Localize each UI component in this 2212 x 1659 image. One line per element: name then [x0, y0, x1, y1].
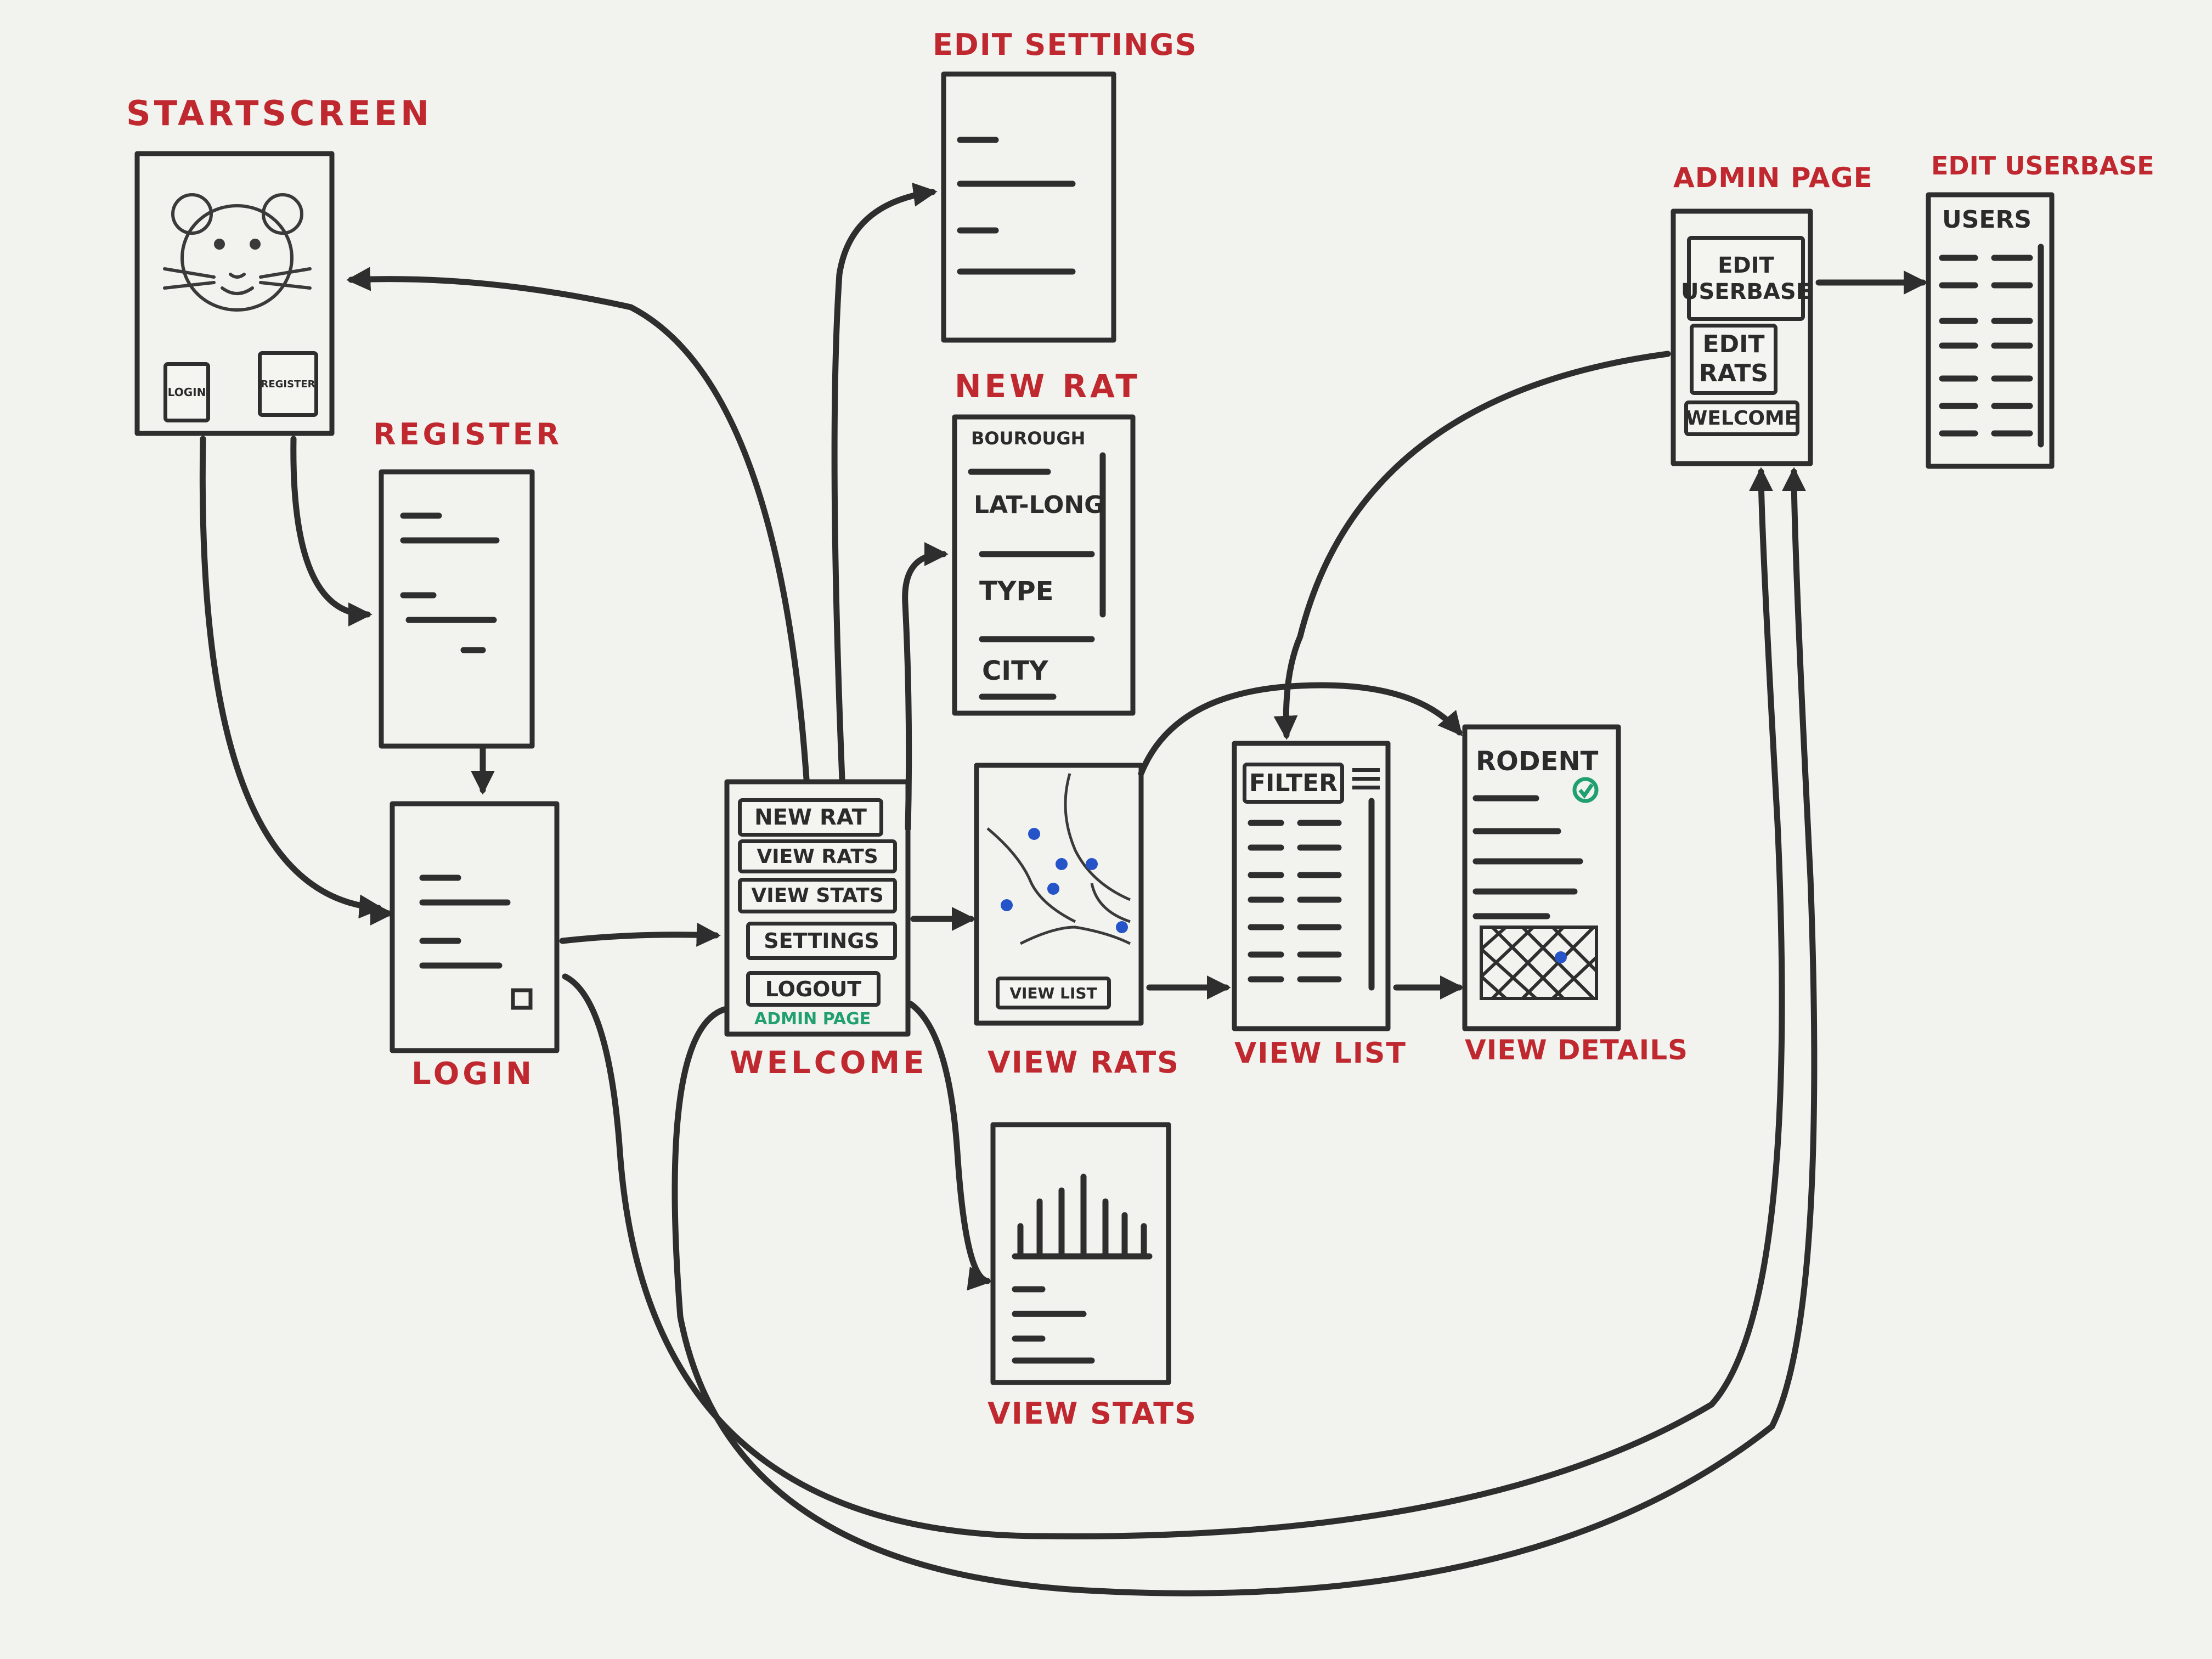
- title-edit-settings: EDIT SETTINGS: [933, 27, 1198, 62]
- welcome-to-new-rat: [902, 542, 949, 832]
- welcome-to-startscreen: [346, 267, 810, 782]
- check-icon: [1572, 777, 1599, 803]
- map-pin-icons: [1001, 828, 1128, 933]
- startscreen-login-button[interactable]: LOGIN: [163, 362, 210, 422]
- admin-to-view-list: [1273, 351, 1671, 740]
- view-list-button[interactable]: VIEW LIST: [996, 977, 1111, 1009]
- login-frame: [390, 801, 560, 1053]
- edit-settings-frame: [941, 71, 1116, 343]
- title-login: LOGIN: [411, 1056, 535, 1092]
- welcome-frame: [724, 779, 911, 1037]
- title-new-rat: NEW RAT: [955, 368, 1141, 405]
- title-view-stats: VIEW STATS: [988, 1396, 1197, 1431]
- startscreen-register-button[interactable]: REGISTER: [258, 351, 318, 417]
- new-rat-frame: [952, 414, 1136, 716]
- rat-face-icon: [163, 193, 312, 312]
- welcome-to-view-stats: [907, 1001, 992, 1291]
- admin-welcome-button[interactable]: WELCOME: [1684, 400, 1799, 436]
- title-view-list: VIEW LIST: [1234, 1037, 1407, 1070]
- new-rat-field-city[interactable]: CITY: [982, 656, 1048, 686]
- admin-edit-userbase-button[interactable]: EDIT USERBASE: [1681, 236, 1811, 321]
- new-rat-field-lat-long[interactable]: LAT-LONG: [974, 491, 1104, 519]
- startscreen-frame: [134, 151, 335, 436]
- startscreen-to-register: [290, 436, 373, 627]
- login-to-welcome: [559, 922, 721, 947]
- admin-page-frame: [1671, 208, 1813, 466]
- title-welcome: WELCOME: [730, 1045, 928, 1081]
- welcome-admin-page-link[interactable]: ADMIN PAGE: [754, 1009, 871, 1029]
- title-edit-userbase: EDIT USERBASE: [1931, 151, 2154, 180]
- startscreen-to-login: [199, 436, 383, 919]
- register-frame: [379, 469, 535, 749]
- view-rats-to-view-details: [1138, 682, 1463, 777]
- welcome-view-rats-button[interactable]: VIEW RATS: [738, 839, 897, 873]
- filter-button[interactable]: FILTER: [1243, 763, 1344, 804]
- view-rats-frame: [974, 763, 1144, 1026]
- new-rat-field-type[interactable]: TYPE: [979, 576, 1054, 607]
- view-details-frame: [1462, 724, 1621, 1031]
- pin-icon: [1555, 951, 1567, 963]
- title-register: REGISTER: [373, 417, 563, 452]
- title-admin-page: ADMIN PAGE: [1673, 162, 1873, 194]
- map-thumbnail: [1480, 926, 1598, 1000]
- welcome-view-stats-button[interactable]: VIEW STATS: [738, 878, 897, 913]
- map-sketch: [986, 773, 1131, 945]
- view-list-frame: [1232, 741, 1391, 1031]
- remember-checkbox: [511, 988, 533, 1010]
- new-rat-field-bourough[interactable]: BOUROUGH: [971, 428, 1086, 449]
- welcome-to-edit-settings: [831, 182, 938, 782]
- edit-userbase-frame: [1926, 192, 2055, 469]
- view-stats-frame: [990, 1122, 1171, 1385]
- title-view-details: VIEW DETAILS: [1465, 1034, 1689, 1066]
- title-startscreen: STARTSCREEN: [126, 93, 432, 133]
- welcome-logout-button[interactable]: LOGOUT: [746, 971, 881, 1007]
- menu-icon[interactable]: [1352, 768, 1380, 795]
- title-view-rats: VIEW RATS: [988, 1045, 1180, 1080]
- users-header: USERS: [1942, 206, 2032, 234]
- login-to-admin: [562, 467, 1785, 1539]
- rodent-heading: RODENT: [1476, 746, 1599, 777]
- welcome-settings-button[interactable]: SETTINGS: [746, 922, 897, 960]
- welcome-new-rat-button[interactable]: NEW RAT: [738, 798, 883, 837]
- admin-edit-rats-button[interactable]: EDIT RATS: [1690, 324, 1778, 395]
- welcome-to-admin: [672, 467, 1818, 1596]
